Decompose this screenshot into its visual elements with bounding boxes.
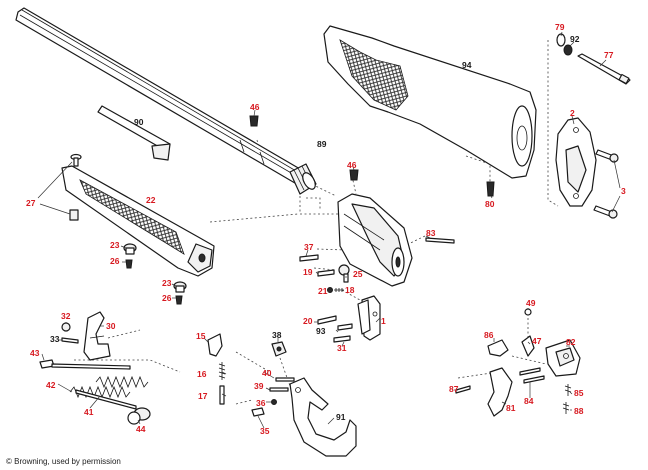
forearm-latch-parts (123, 243, 187, 305)
callout-40: 40 (262, 368, 272, 378)
callout-31: 31 (337, 343, 347, 353)
callout-25: 25 (353, 269, 363, 279)
callout-2: 2 (570, 108, 575, 118)
callout-20: 20 (303, 316, 313, 326)
receiver (337, 193, 413, 287)
callout-85: 85 (574, 388, 584, 398)
callout-84: 84 (524, 396, 534, 406)
pin-83 (425, 237, 455, 244)
callout-33: 33 (50, 334, 60, 344)
trigger (289, 377, 357, 457)
callout-88: 88 (574, 406, 584, 416)
top-screws (249, 115, 359, 181)
butt-plate (555, 117, 597, 207)
callout-49: 49 (526, 298, 536, 308)
cocking-lever-group (61, 311, 111, 361)
callout-3: 3 (621, 186, 626, 196)
callout-46-upper: 46 (250, 102, 260, 112)
callout-38: 38 (272, 330, 282, 340)
trigger-small-parts (251, 341, 295, 417)
pin-37 (299, 254, 319, 262)
callout-27: 27 (26, 198, 36, 208)
forearm-screw (69, 153, 82, 221)
callout-77: 77 (604, 50, 614, 60)
callout-22: 22 (146, 195, 156, 205)
callout-86: 86 (484, 330, 494, 340)
callout-83: 83 (426, 228, 436, 238)
stock-pin (486, 181, 495, 197)
callout-46-lower: 46 (347, 160, 357, 170)
callout-21: 21 (318, 286, 328, 296)
callout-32: 32 (61, 311, 71, 321)
callout-79: 79 (555, 22, 565, 32)
callout-23-lower: 23 (162, 278, 172, 288)
callout-35: 35 (260, 426, 270, 436)
screw-25 (338, 264, 350, 283)
callout-26-lower: 26 (162, 293, 172, 303)
callout-42: 42 (46, 380, 56, 390)
block-1 (357, 295, 381, 341)
pins-20-31-93 (317, 315, 353, 343)
callout-87: 87 (449, 384, 459, 394)
butt-plate-screws (593, 149, 619, 219)
rib (97, 105, 171, 161)
callout-89: 89 (317, 139, 327, 149)
callout-37: 37 (304, 242, 314, 252)
barrel (15, 7, 317, 195)
callout-17: 17 (198, 391, 208, 401)
rod-spring-group (39, 359, 151, 425)
callout-leaders (37, 31, 621, 429)
callout-16: 16 (197, 369, 207, 379)
right-hammer-group (455, 367, 572, 417)
callout-18: 18 (345, 285, 355, 295)
callout-15: 15 (196, 331, 206, 341)
callout-90: 90 (134, 117, 144, 127)
callout-26-upper: 26 (110, 256, 120, 266)
stock-bolt-set (556, 33, 631, 85)
callout-44: 44 (136, 424, 146, 434)
callout-19: 19 (303, 267, 313, 277)
callout-94: 94 (462, 60, 472, 70)
callout-47: 47 (532, 336, 542, 346)
copyright-credit: © Browning, used by permission (6, 457, 121, 466)
callout-80: 80 (485, 199, 495, 209)
stock (323, 25, 537, 179)
forearm (61, 165, 215, 277)
callout-82: 82 (566, 337, 576, 347)
callout-81: 81 (506, 403, 516, 413)
sear-group-left (207, 333, 226, 405)
pin-19 (317, 269, 335, 277)
callout-36: 36 (256, 398, 266, 408)
callout-91: 91 (336, 412, 346, 422)
callout-43: 43 (30, 348, 40, 358)
callout-23-upper: 23 (110, 240, 120, 250)
callout-92: 92 (570, 34, 580, 44)
callout-93: 93 (316, 326, 326, 336)
callout-41: 41 (84, 407, 94, 417)
callout-39: 39 (254, 381, 264, 391)
callout-1: 1 (381, 316, 386, 326)
callout-30: 30 (106, 321, 116, 331)
